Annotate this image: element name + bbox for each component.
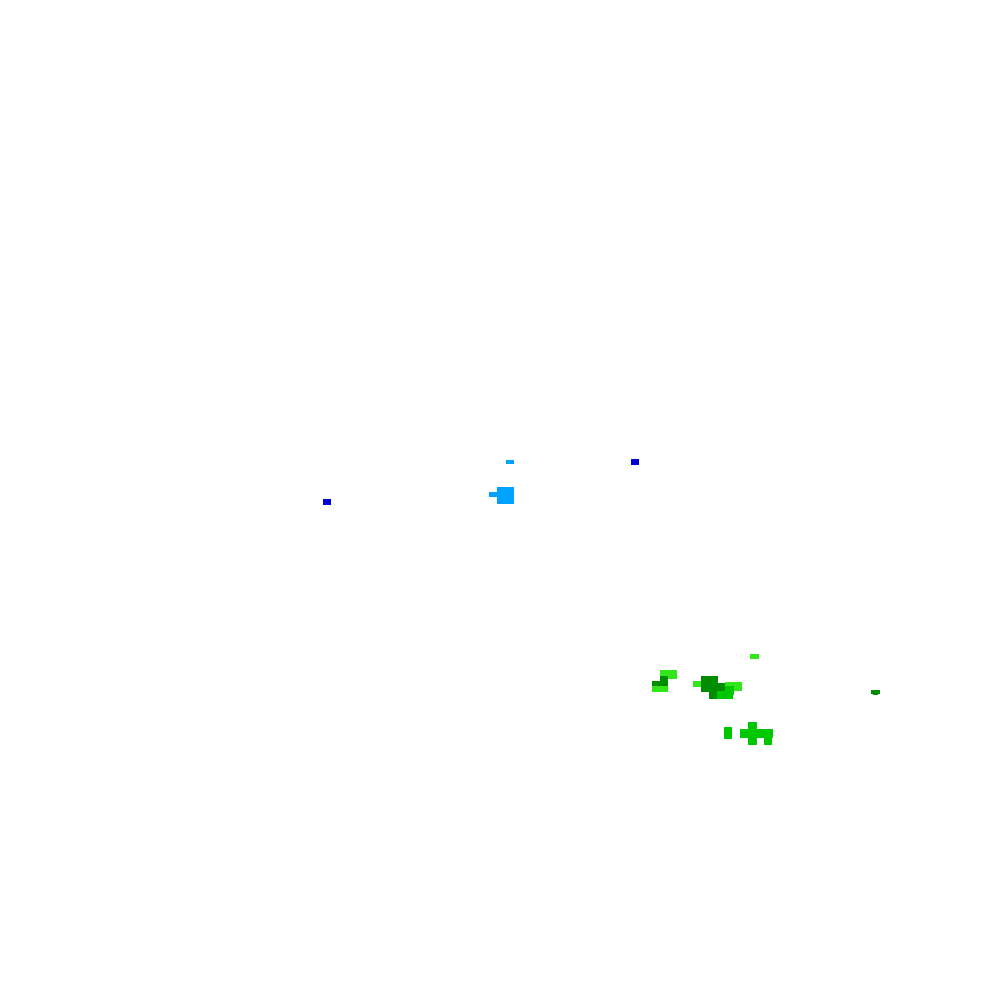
echo-cell-bright-green [750, 654, 759, 659]
echo-cell-light-blue [489, 492, 498, 497]
echo-cell-green [764, 736, 772, 745]
echo-cell-green [748, 722, 757, 730]
echo-cell-light-blue [497, 487, 514, 504]
echo-group-green-center [693, 654, 759, 699]
echo-group-blue [323, 459, 639, 505]
echo-cell-dark-green [660, 676, 668, 684]
echo-cell-green [725, 686, 734, 695]
echo-cell-bright-green [693, 681, 702, 687]
echo-group-green-east [871, 690, 880, 695]
echo-cell-bright-green [660, 670, 677, 679]
echo-cell-bright-green [652, 686, 668, 692]
echo-cell-light-blue [506, 460, 514, 464]
echo-cell-green [748, 736, 757, 745]
echo-group-green-west [652, 670, 677, 692]
echo-cell-green [740, 729, 773, 738]
echo-cell-green [724, 727, 732, 739]
echo-cell-blue [631, 459, 639, 465]
echo-cell-dark-green [873, 693, 878, 695]
echo-cell-dark-green [652, 681, 668, 687]
echo-cell-dark-green [871, 690, 880, 694]
echo-group-green-south [724, 722, 773, 745]
echo-cell-blue [323, 499, 331, 505]
